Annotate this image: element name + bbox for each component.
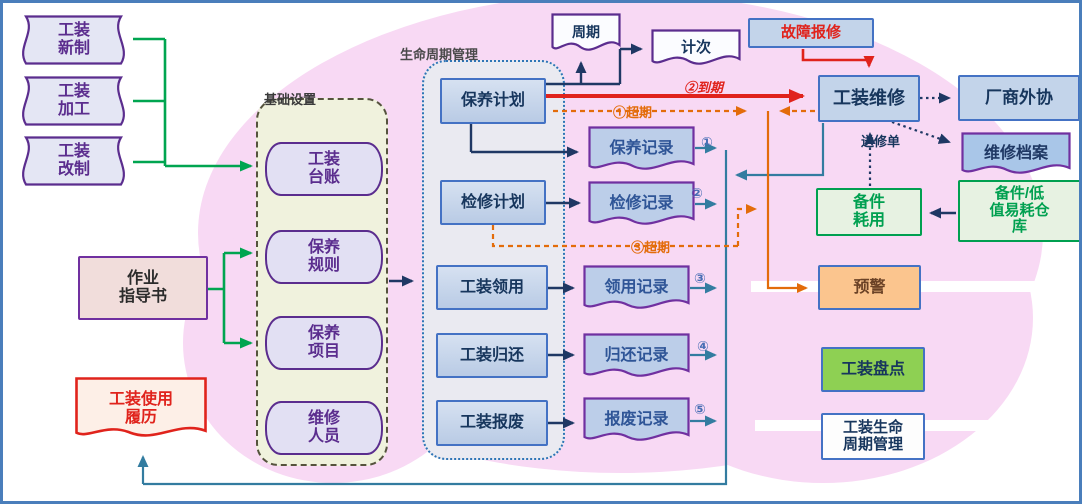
edge-repair-to-records — [735, 123, 825, 181]
record-maintenance: 保养记录 — [588, 126, 695, 172]
plan-inspection-label: 检修计划 — [460, 193, 525, 211]
plan-scrap-label: 工装报废 — [459, 414, 524, 432]
record-return: 归还记录 — [583, 333, 690, 379]
record-num-4: ④ — [697, 339, 709, 355]
base-item-repair-staff: 维修 人员 — [265, 401, 383, 455]
vendor-outsource-label: 厂商外协 — [985, 88, 1053, 108]
spare-warehouse-box: 备件/低 值易耗仓 库 — [958, 180, 1079, 242]
vendor-outsource-box: 厂商外协 — [958, 75, 1079, 121]
warning-box: 预警 — [818, 265, 921, 310]
tooling-repair-label: 工装维修 — [833, 88, 905, 109]
record-inspection: 检修记录 — [588, 181, 695, 227]
source-tooling-new: 工装 新制 — [15, 15, 133, 65]
plan-maintenance: 保养计划 — [440, 78, 546, 124]
plan-maintenance-label: 保养计划 — [460, 92, 525, 110]
lifecycle-overall-box: 工装生命 周期管理 — [821, 413, 925, 460]
plan-scrap: 工装报废 — [436, 400, 548, 446]
warning-label: 预警 — [853, 278, 886, 296]
source-tooling-modify-label: 工装 改制 — [57, 143, 90, 178]
base-item-maint-items: 保养 项目 — [265, 316, 383, 370]
record-return-label: 归还记录 — [604, 347, 669, 365]
fault-report-box: 故障报修 — [748, 18, 874, 48]
usage-history-label: 工装使用 履历 — [108, 391, 173, 426]
record-num-5: ⑤ — [694, 402, 706, 418]
source-tooling-new-label: 工装 新制 — [57, 22, 90, 57]
record-num-2: ② — [691, 186, 703, 202]
record-num-1: ① — [701, 135, 713, 151]
repair-archive-doc: 维修档案 — [961, 132, 1071, 176]
edge-overdue-inspect — [736, 204, 757, 246]
tooling-repair-box: 工装维修 — [818, 75, 920, 122]
edge-repair-to-archive — [891, 120, 951, 144]
base-item-maint-rules-label: 保养 规则 — [307, 239, 340, 274]
record-scrap: 报废记录 — [583, 397, 690, 443]
base-item-maint-rules: 保养 规则 — [265, 230, 383, 284]
record-scrap-label: 报废记录 — [604, 411, 669, 429]
base-item-ledger-label: 工装 台账 — [307, 151, 340, 186]
plan-return: 工装归还 — [436, 333, 548, 378]
cycle-doc-label: 周期 — [572, 24, 600, 41]
plan-return-label: 工装归还 — [459, 346, 524, 364]
record-issue-label: 领用记录 — [604, 279, 669, 297]
base-item-ledger: 工装 台账 — [265, 142, 383, 196]
stocktaking-box: 工装盘点 — [821, 347, 925, 392]
edge-label-overdue-1: ①超期 — [613, 105, 653, 120]
base-item-repair-staff-label: 维修 人员 — [307, 410, 340, 445]
spare-warehouse-label: 备件/低 值易耗仓 库 — [989, 184, 1050, 236]
cycle-doc: 周期 — [551, 13, 621, 53]
edge-fault-to-repair — [801, 49, 875, 68]
lifecycle-overall-label: 工装生命 周期管理 — [842, 418, 903, 453]
stocktaking-label: 工装盘点 — [840, 360, 905, 378]
plan-inspection: 检修计划 — [440, 180, 546, 225]
spare-consumption-label: 备件 耗用 — [852, 194, 885, 229]
base-settings-title: 基础设置 — [264, 92, 317, 107]
count-doc: 计次 — [651, 29, 741, 67]
plan-issue-label: 工装领用 — [459, 278, 524, 296]
repair-archive-label: 维修档案 — [983, 145, 1048, 163]
usage-history-doc: 工装使用 履历 — [75, 377, 207, 441]
record-inspection-label: 检修记录 — [609, 195, 674, 213]
base-item-maint-items-label: 保养 项目 — [307, 325, 340, 360]
edge-label-due: ②到期 — [684, 80, 724, 95]
count-doc-label: 计次 — [680, 38, 711, 56]
source-tooling-modify: 工装 改制 — [15, 136, 133, 186]
record-maintenance-label: 保养记录 — [609, 140, 674, 158]
connector-lines — [133, 37, 956, 486]
plan-issue: 工装领用 — [436, 265, 548, 310]
work-instruction-label: 作业 指导书 — [118, 270, 167, 305]
edge-to-warning — [766, 111, 808, 293]
fault-report-label: 故障报修 — [780, 23, 841, 41]
edge-label-overdue-3: ③超期 — [631, 240, 671, 255]
work-instruction-box: 作业 指导书 — [78, 256, 208, 320]
source-tooling-process: 工装 加工 — [15, 76, 133, 126]
lifecycle-title: 生命周期管理 — [400, 47, 479, 62]
edge-label-repair-order: 送修单 — [861, 134, 901, 149]
source-tooling-process-label: 工装 加工 — [57, 83, 90, 118]
record-num-3: ③ — [694, 271, 706, 287]
lifecycle-container — [422, 60, 565, 460]
record-issue: 领用记录 — [583, 265, 690, 311]
spare-consumption-box: 备件 耗用 — [816, 188, 922, 236]
